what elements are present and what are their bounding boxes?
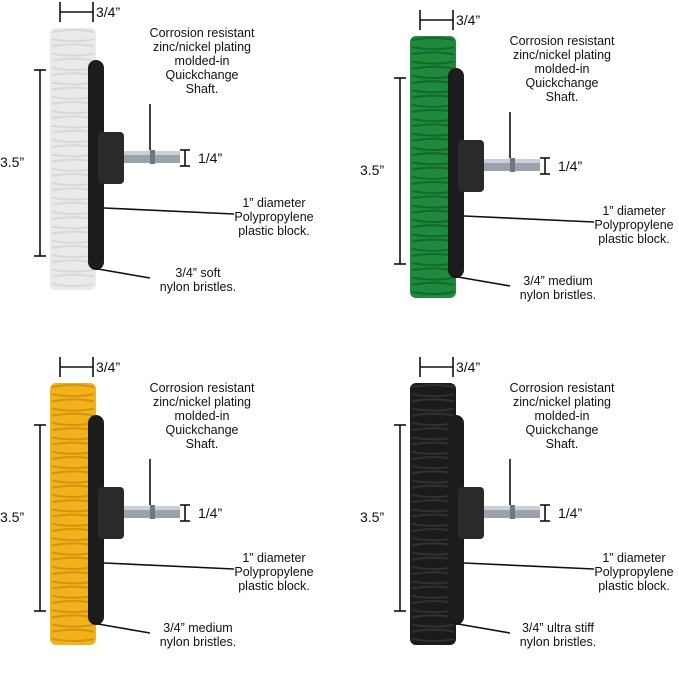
bristle-leader bbox=[451, 275, 511, 287]
bristle-callout: 3/4” ultra stiff nylon bristles. bbox=[519, 621, 597, 649]
height-label: 3.5” bbox=[360, 509, 385, 525]
hub-block bbox=[458, 487, 484, 539]
back-plate bbox=[88, 60, 104, 270]
width-label: 3/4” bbox=[456, 359, 481, 375]
bristle-callout: 3/4” medium nylon bristles. bbox=[159, 621, 237, 649]
shaft-label: 1/4” bbox=[558, 158, 583, 174]
width-label: 3/4” bbox=[456, 12, 481, 28]
block-leader bbox=[103, 562, 235, 570]
hex-shaft bbox=[484, 158, 540, 172]
plating-callout: Corrosion resistant zinc/nickel plating … bbox=[509, 381, 615, 451]
back-plate bbox=[448, 415, 464, 625]
brush-panel-white: 3/4” 3.5” 1/4” Corrosion resistant zinc/nic… bbox=[0, 0, 330, 320]
block-leader bbox=[463, 215, 595, 223]
hex-shaft bbox=[124, 505, 180, 519]
width-label: 3/4” bbox=[96, 4, 121, 20]
block-callout: 1” diameter Polypropylene plastic block. bbox=[594, 204, 674, 246]
brush-panel-green: 3/4” 3.5” 1/4” Corrosion resistant zinc/nic… bbox=[360, 8, 679, 328]
height-label: 3.5” bbox=[0, 154, 25, 170]
bristle-callout: 3/4” soft nylon bristles. bbox=[159, 266, 237, 294]
block-callout: 1” diameter Polypropylene plastic block. bbox=[234, 551, 314, 593]
bristle-strip bbox=[410, 36, 456, 298]
block-callout: 1” diameter Polypropylene plastic block. bbox=[234, 196, 314, 238]
bristle-leader bbox=[91, 622, 151, 634]
brush-illustration bbox=[394, 357, 595, 645]
bristle-callout: 3/4” medium nylon bristles. bbox=[519, 274, 597, 302]
hex-shaft bbox=[124, 150, 180, 164]
brush-panel-yellow: 3/4” 3.5” 1/4” Corrosion resistant zinc/nic… bbox=[0, 355, 330, 675]
block-callout: 1” diameter Polypropylene plastic block. bbox=[594, 551, 674, 593]
bristle-leader bbox=[91, 267, 151, 279]
plating-callout: Corrosion resistant zinc/nickel plating … bbox=[149, 381, 255, 451]
shaft-label: 1/4” bbox=[558, 505, 583, 521]
hex-shaft bbox=[484, 505, 540, 519]
brush-illustration bbox=[394, 10, 595, 298]
block-leader bbox=[103, 207, 235, 215]
shaft-label: 1/4” bbox=[198, 505, 223, 521]
height-label: 3.5” bbox=[0, 509, 25, 525]
hub-block bbox=[98, 132, 124, 184]
height-label: 3.5” bbox=[360, 162, 385, 178]
hub-block bbox=[458, 140, 484, 192]
hub-block bbox=[98, 487, 124, 539]
width-label: 3/4” bbox=[96, 359, 121, 375]
brush-illustration bbox=[34, 2, 235, 290]
shaft-label: 1/4” bbox=[198, 150, 223, 166]
plating-callout: Corrosion resistant zinc/nickel plating … bbox=[149, 26, 255, 96]
block-leader bbox=[463, 562, 595, 570]
back-plate bbox=[448, 68, 464, 278]
bristle-leader bbox=[451, 622, 511, 634]
plating-callout: Corrosion resistant zinc/nickel plating … bbox=[509, 34, 615, 104]
back-plate bbox=[88, 415, 104, 625]
brush-panel-black: 3/4” 3.5” 1/4” Corrosion resistant zinc/nic… bbox=[360, 355, 679, 675]
brush-illustration bbox=[34, 357, 235, 645]
